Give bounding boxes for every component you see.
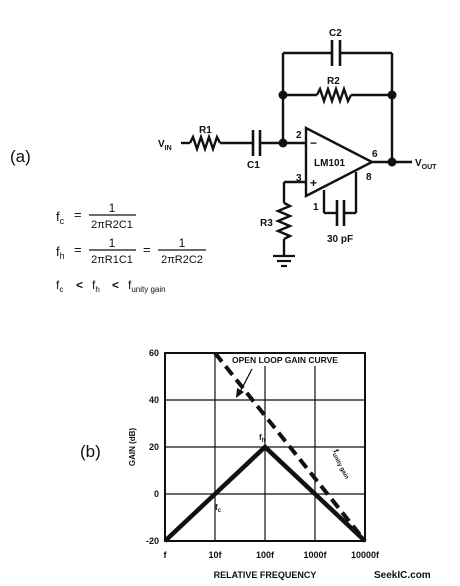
feedback-network xyxy=(281,40,394,162)
svg-text:fc: fc xyxy=(56,209,65,226)
y-tick-label: -20 xyxy=(146,536,159,546)
svg-text:=: = xyxy=(74,207,82,222)
r1-label: R1 xyxy=(199,125,212,136)
x-axis-label: RELATIVE FREQUENCY xyxy=(214,570,317,580)
pin-1-label: 1 xyxy=(313,202,319,213)
x-tick-label: 1000f xyxy=(303,550,327,560)
svg-text:funity gain: funity gain xyxy=(128,278,166,294)
opamp-triangle xyxy=(304,126,375,198)
y-tick-label: 60 xyxy=(149,348,159,358)
vin-label: VIN xyxy=(158,139,172,152)
frequency-ordering: fc < fh < funity gain xyxy=(56,278,166,294)
svg-text:2πR2C1: 2πR2C1 xyxy=(91,219,133,231)
ground-icon xyxy=(273,254,295,268)
x-tick-label: 100f xyxy=(256,550,275,560)
svg-text:fh: fh xyxy=(56,244,65,261)
pin-3-label: 3 xyxy=(296,173,302,184)
fc-marker-label: fc xyxy=(215,503,222,514)
equations: fc = 1 2πR2C1 fh = 1 2πR1C1 = 1 2πR2C2 f… xyxy=(56,201,206,294)
svg-text:1: 1 xyxy=(179,236,186,250)
opamp-label: LM101 xyxy=(314,158,346,169)
series-layer xyxy=(163,351,367,543)
watermark-text: SeekIC.com xyxy=(374,570,431,581)
x-tick-label: f xyxy=(164,550,168,560)
pin-6-label: 6 xyxy=(372,149,378,160)
svg-text:2πR2C2: 2πR2C2 xyxy=(161,254,203,266)
cap-30pf-label: 30 pF xyxy=(327,234,353,245)
c1-label: C1 xyxy=(247,160,260,171)
x-tick-label: 10f xyxy=(208,550,222,560)
opamp-plus: + xyxy=(310,176,317,190)
x-tick-label: 10000f xyxy=(351,550,380,560)
open-loop-annotation: OPEN LOOP GAIN CURVE xyxy=(232,355,338,365)
vout-label: VOUT xyxy=(415,158,437,171)
y-tick-label: 40 xyxy=(149,395,159,405)
tick-labels: f 10f 100f 1000f 10000f 60 40 20 0 -20 xyxy=(146,348,380,560)
annotation-leader xyxy=(238,368,253,395)
compensation-capacitor xyxy=(322,172,358,226)
r3-resistor xyxy=(274,180,306,255)
svg-text:fh: fh xyxy=(92,278,100,294)
y-axis-label: GAIN (dB) xyxy=(128,428,137,467)
c2-label: C2 xyxy=(329,28,342,39)
fh-equation: fh = 1 2πR1C1 = 1 2πR2C2 xyxy=(56,236,206,266)
panel-label-a: (a) xyxy=(10,147,31,166)
svg-text:1: 1 xyxy=(109,201,116,215)
panel-label-b: (b) xyxy=(80,442,101,461)
funity-marker-label: funity gain xyxy=(329,448,353,481)
fh-marker-label: fh xyxy=(259,433,266,444)
r3-label: R3 xyxy=(260,218,273,229)
r2-label: R2 xyxy=(327,76,340,87)
r1-resistor xyxy=(181,133,253,153)
open-loop-gain-line xyxy=(213,351,367,543)
fc-equation: fc = 1 2πR2C1 xyxy=(56,201,136,231)
pin-2-label: 2 xyxy=(296,130,302,141)
svg-text:<: < xyxy=(76,278,83,292)
y-tick-label: 0 xyxy=(154,489,159,499)
opamp-minus: − xyxy=(310,136,317,150)
svg-text:=: = xyxy=(74,242,82,257)
svg-text:=: = xyxy=(143,242,151,257)
svg-text:1: 1 xyxy=(109,236,116,250)
schematic: (a) VIN R1 C1 xyxy=(10,28,437,268)
svg-text:2πR1C1: 2πR1C1 xyxy=(91,254,133,266)
y-tick-label: 20 xyxy=(149,442,159,452)
annotation-background xyxy=(229,354,359,366)
pin-8-label: 8 xyxy=(366,172,372,183)
junction-dots xyxy=(278,90,397,167)
annotation-arrowhead xyxy=(236,388,244,398)
svg-text:<: < xyxy=(112,278,119,292)
svg-text:fc: fc xyxy=(56,278,63,294)
